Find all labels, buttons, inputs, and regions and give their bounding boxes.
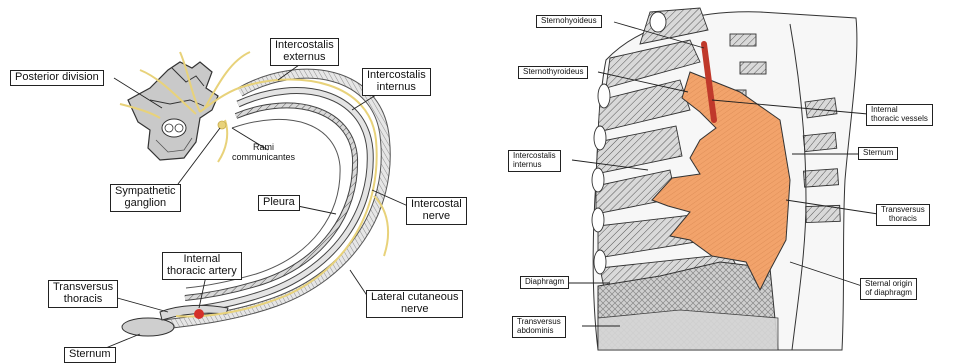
label-sternohyoideus: Sternohyoideus [536,15,602,28]
label-transversus-abdominis: Transversus abdominis [512,316,566,338]
label-sternothyroideus: Sternothyroideus [518,66,588,79]
label-intercostalis-internus: Intercostalis internus [362,68,431,96]
label-sympathetic-ganglion: Sympathetic ganglion [110,184,181,212]
label-sternum-right: Sternum [858,147,898,160]
internal-thoracic-artery-dot [194,309,204,319]
label-lateral-cutaneous-nerve: Lateral cutaneous nerve [366,290,463,318]
label-intercostalis-internus-right: Intercostalis internus [508,150,561,172]
label-rami-communicantes: Rami communicantes [232,143,295,163]
label-transversus-thoracis-left: Transversus thoracis [48,280,118,308]
label-sternal-origin-of-diaphragm: Sternal origin of diaphragm [860,278,917,300]
label-intercostalis-externus: Intercostalis externus [270,38,339,66]
right-anterior-chest-wall [558,8,878,350]
label-internal-thoracic-artery: Internal thoracic artery [162,252,242,280]
transversus-abdominis-muscle [598,310,778,350]
label-pleura: Pleura [258,195,300,211]
label-intercostal-nerve: Intercostal nerve [406,197,467,225]
sternum-section [122,318,174,336]
label-sternum-left: Sternum [64,347,116,363]
label-internal-thoracic-vessels: Internal thoracic vessels [866,104,933,126]
sympathetic-ganglion-node [218,121,226,129]
label-posterior-division: Posterior division [10,70,104,86]
label-diaphragm: Diaphragm [520,276,569,289]
label-transversus-thoracis-right: Transversus thoracis [876,204,930,226]
